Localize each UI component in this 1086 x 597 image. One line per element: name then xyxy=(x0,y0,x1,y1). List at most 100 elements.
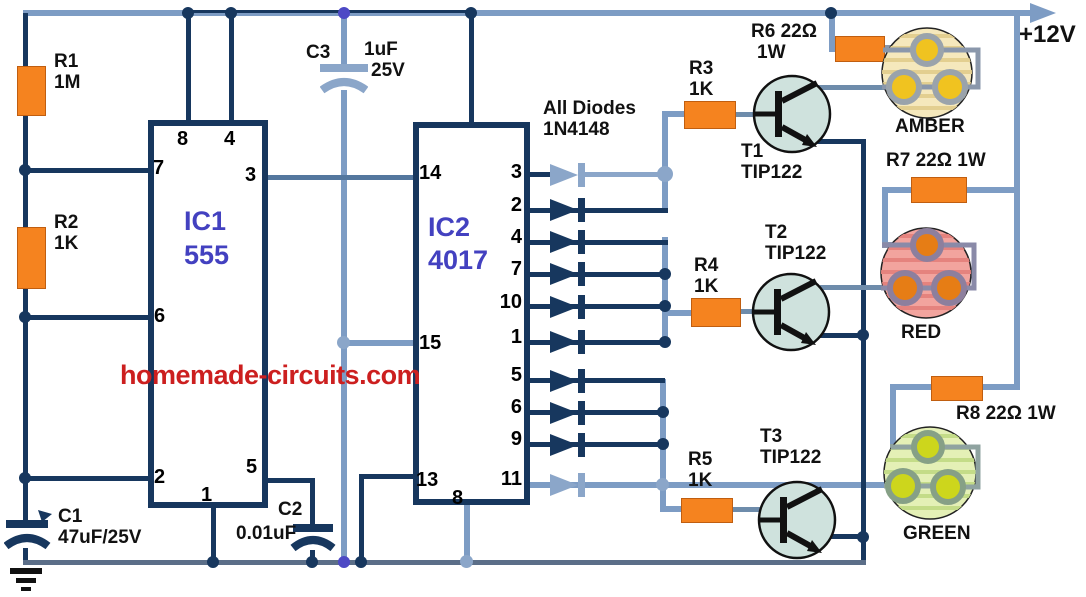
ic1-pin3-label: 3 xyxy=(245,164,257,186)
r6-label-line1: R6 22Ω xyxy=(751,21,817,42)
wire-t3-emitter xyxy=(814,534,864,539)
wire-r7-left xyxy=(882,187,913,193)
wire-ic2-pin15 xyxy=(344,340,413,346)
ic2-out-pin3-label: 3 xyxy=(510,161,522,183)
ic2-out-pin6-label: 6 xyxy=(510,396,522,418)
wire-out-pin2 xyxy=(530,208,668,213)
junction-left-pin2 xyxy=(19,472,31,484)
diode-pin7-icon xyxy=(550,262,585,286)
transistor-t2-icon xyxy=(751,272,831,352)
wire-ic2-pin13-h xyxy=(359,474,413,479)
resistor-r1 xyxy=(17,66,46,116)
led-green-label: GREEN xyxy=(903,523,971,544)
t3-part: TIP122 xyxy=(760,447,822,468)
wire-ic2-pin13-v xyxy=(359,474,364,564)
junction-bus2-pin1 xyxy=(659,336,671,348)
junction-bottom-pin1 xyxy=(207,556,219,568)
r3-ref: R3 xyxy=(689,58,714,79)
wire-out-pin4 xyxy=(530,240,668,245)
ground-icon xyxy=(10,568,42,591)
ic1-pin2-label: 2 xyxy=(154,466,166,488)
wire-r8-left xyxy=(890,384,931,390)
ic2-ref: IC2 xyxy=(428,212,471,242)
diode-pin6-icon xyxy=(550,401,585,425)
wire-ic1-pin5-v-top xyxy=(310,478,315,524)
wire-out-pin1 xyxy=(530,340,668,345)
c3-ref: C3 xyxy=(306,42,331,63)
wire-out-pin7 xyxy=(530,272,668,277)
wire-t1-base xyxy=(736,112,756,117)
wire-ic1-pin5-h xyxy=(268,478,315,483)
c3-value1: 1uF xyxy=(364,39,398,60)
wire-r7-drop xyxy=(882,187,888,248)
wire-t3-base xyxy=(733,507,761,512)
ic2-out-pin10-label: 10 xyxy=(499,291,522,313)
resistor-r2 xyxy=(17,227,46,289)
resistor-r5 xyxy=(681,498,733,523)
diode-pin2-icon xyxy=(550,198,585,222)
t2-ref: T2 xyxy=(765,222,788,243)
wire-ic1-pin4-drop xyxy=(229,13,234,122)
c2-ref: C2 xyxy=(278,499,303,520)
wire-bottom-rail xyxy=(23,560,866,565)
r6-label-line2: 1W xyxy=(757,42,786,63)
wire-t2-base xyxy=(741,309,757,314)
resistor-r6 xyxy=(835,36,885,62)
r5-value: 1K xyxy=(688,470,713,491)
ic2-out-pin5-label: 5 xyxy=(510,364,522,386)
t2-part: TIP122 xyxy=(765,243,827,264)
transistor-t1-icon xyxy=(752,74,832,154)
ic2-out-pin7-label: 7 xyxy=(510,258,522,280)
wire-out-pin3-b xyxy=(584,172,668,177)
junction-top-r6 xyxy=(825,7,837,19)
diode-pin9-icon xyxy=(550,433,585,457)
t3-ref: T3 xyxy=(760,426,783,447)
ic1-pin4-label: 4 xyxy=(224,128,236,150)
junction-left-pin6 xyxy=(19,311,31,323)
wire-out-pin9 xyxy=(530,442,665,447)
wire-c3-top xyxy=(341,13,347,68)
wire-t2-collector xyxy=(820,285,892,290)
ic2-out-pin2-label: 2 xyxy=(510,194,522,216)
ic2-out-pin1-label: 1 xyxy=(510,326,522,348)
wire-r6-link xyxy=(829,46,837,52)
wire-ic1-pin8-drop xyxy=(186,13,191,122)
wire-emitter-rail xyxy=(861,139,866,564)
ic1-pin6-label: 6 xyxy=(154,305,166,327)
resistor-r4 xyxy=(691,298,741,327)
wire-bus3-to-r5 xyxy=(660,506,682,512)
wire-ic1-pin2 xyxy=(26,476,148,481)
t1-part: TIP122 xyxy=(741,162,803,183)
junction-bottom-c2 xyxy=(306,556,318,568)
wire-ic2-top-drop xyxy=(469,13,474,124)
r2-value: 1K xyxy=(54,233,79,254)
c1-value: 47uF/25V xyxy=(58,527,142,548)
ic2-out-pin4-label: 4 xyxy=(510,226,522,248)
junction-t3-emitter xyxy=(857,531,869,543)
supply-arrow-icon xyxy=(1030,3,1056,23)
wire-left-rail-bottom xyxy=(23,548,28,564)
ic2-body xyxy=(413,122,530,505)
ic1-pin1-label: 1 xyxy=(201,484,213,506)
diode-pin5-icon xyxy=(550,369,585,393)
supply-label: +12V xyxy=(1019,21,1076,48)
ic2-part: 4017 xyxy=(428,245,489,275)
led-cluster-green xyxy=(883,426,981,520)
ic2-pin15-label: 15 xyxy=(419,332,442,354)
ic2-pin13-label: 13 xyxy=(416,469,439,491)
junction-bus3-pin11 xyxy=(656,478,669,491)
wire-right-rail-to-r8 xyxy=(983,384,1020,390)
c1-ref: C1 xyxy=(58,506,83,527)
junction-pin15 xyxy=(337,336,350,349)
junction-top-c3 xyxy=(338,7,350,19)
led-cluster-red xyxy=(880,227,977,319)
junction-bus3-pin9 xyxy=(657,438,669,450)
capacitor-c1-icon xyxy=(4,510,52,550)
junction-top-ic2 xyxy=(465,7,477,19)
diode-pin3-icon xyxy=(550,163,585,187)
r4-ref: R4 xyxy=(694,255,719,276)
wire-bus1-to-r3 xyxy=(662,111,687,117)
wire-r8-drop xyxy=(890,384,896,450)
r1-ref: R1 xyxy=(54,51,79,72)
junction-top-pin8 xyxy=(182,7,194,19)
